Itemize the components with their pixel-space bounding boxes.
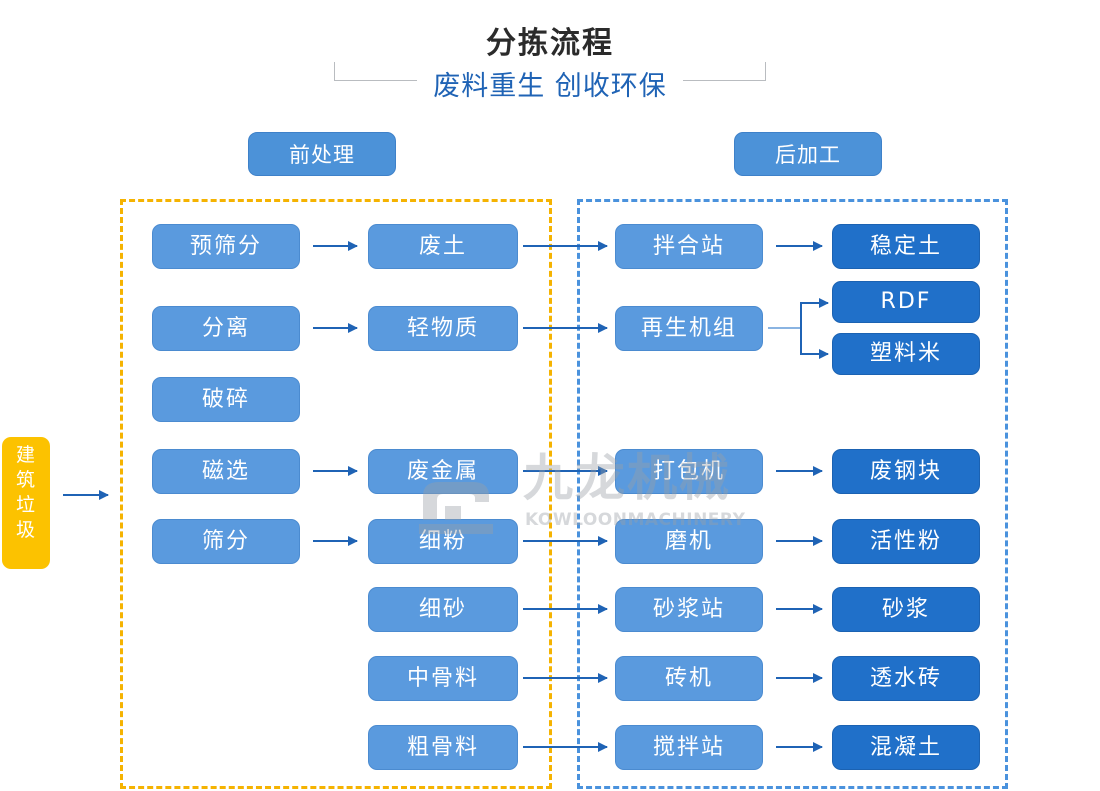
input-char-3: 垃 — [15, 494, 36, 516]
node-equip-dabaoji[interactable]: 打包机 — [615, 449, 763, 494]
arrow-xifen-to-moji — [523, 536, 608, 546]
page-title-text: 分拣流程 — [472, 26, 628, 61]
node-equip-jiaobanzhan[interactable]: 搅拌站 — [615, 725, 763, 770]
node-equip-moji[interactable]: 磨机 — [615, 519, 763, 564]
node-material-cuguliao[interactable]: 粗骨料 — [368, 725, 518, 770]
node-pre-posui[interactable]: 破碎 — [152, 377, 300, 422]
arrow-zhuanji-to-toushuizhuan — [776, 673, 823, 683]
node-material-feijinshu[interactable]: 废金属 — [368, 449, 518, 494]
arrow-input-to-pre — [63, 490, 109, 500]
arrow-feijinshu-to-dabaoji — [523, 466, 608, 476]
arrow-jiaobanzhan-to-hunningtu — [776, 742, 823, 752]
arrow-shajiangzhan-to-shajiang — [776, 604, 823, 614]
section-header-post-processing[interactable]: 后加工 — [734, 132, 882, 176]
arrow-cuguliao-to-jiaobanzhan — [523, 742, 608, 752]
arrow-moji-to-huoxingfen — [776, 536, 823, 546]
page-subtitle-text: 废料重生 创收环保 — [417, 71, 683, 102]
node-product-toushuizhuan[interactable]: 透水砖 — [832, 656, 980, 701]
zone-pre-treatment — [120, 199, 552, 789]
arrow-yushaifen-to-feitu — [313, 241, 358, 251]
section-header-pre-treatment[interactable]: 前处理 — [248, 132, 396, 176]
arrow-cixuan-to-feijinshu — [313, 466, 358, 476]
page-title: 分拣流程 — [0, 18, 1100, 62]
arrow-branch-to-rdf — [800, 298, 829, 308]
node-material-xisha[interactable]: 细砂 — [368, 587, 518, 632]
arrow-dabaoji-to-feigangkuai — [776, 466, 823, 476]
arrow-xisha-to-shajiangzhan — [523, 604, 608, 614]
node-product-shajiang[interactable]: 砂浆 — [832, 587, 980, 632]
node-material-zhongguliao[interactable]: 中骨料 — [368, 656, 518, 701]
branch-stem-zaishengjizu — [768, 327, 802, 329]
node-product-rdf[interactable]: RDF — [832, 281, 980, 323]
branch-vertical-zaishengjizu — [800, 302, 802, 355]
zone-post-processing — [577, 199, 1008, 789]
arrow-zhongguliao-to-zhuanji — [523, 673, 608, 683]
node-equip-shajiangzhan[interactable]: 砂浆站 — [615, 587, 763, 632]
node-equip-zaishengjizu[interactable]: 再生机组 — [615, 306, 763, 351]
node-product-hunningtu[interactable]: 混凝土 — [832, 725, 980, 770]
node-pre-cixuan[interactable]: 磁选 — [152, 449, 300, 494]
node-product-suliaomi[interactable]: 塑料米 — [832, 333, 980, 375]
node-material-feitu[interactable]: 废土 — [368, 224, 518, 269]
node-pre-shaifen[interactable]: 筛分 — [152, 519, 300, 564]
input-char-2: 筑 — [15, 469, 36, 491]
node-product-huoxingfen[interactable]: 活性粉 — [832, 519, 980, 564]
node-material-qingwuzhi[interactable]: 轻物质 — [368, 306, 518, 351]
arrow-banhezhan-to-wendingtu — [776, 241, 823, 251]
node-equip-zhuanji[interactable]: 砖机 — [615, 656, 763, 701]
input-char-1: 建 — [15, 444, 36, 466]
page-subtitle: 废料重生 创收环保 — [0, 64, 1100, 103]
node-product-feigangkuai[interactable]: 废钢块 — [832, 449, 980, 494]
node-material-xifen[interactable]: 细粉 — [368, 519, 518, 564]
arrow-qingwuzhi-to-zaishengjizu — [523, 323, 608, 333]
arrow-shaifen-to-xifen — [313, 536, 358, 546]
node-product-wendingtu[interactable]: 稳定土 — [832, 224, 980, 269]
node-equip-banhezhan[interactable]: 拌合站 — [615, 224, 763, 269]
arrow-branch-to-suliaomi — [800, 349, 829, 359]
node-pre-fenli[interactable]: 分离 — [152, 306, 300, 351]
input-construction-waste[interactable]: 建 筑 垃 圾 — [2, 437, 50, 569]
arrow-feitu-to-banhezhan — [523, 241, 608, 251]
node-pre-yushaifen[interactable]: 预筛分 — [152, 224, 300, 269]
arrow-fenli-to-qingwuzhi — [313, 323, 358, 333]
input-char-4: 圾 — [15, 519, 36, 541]
